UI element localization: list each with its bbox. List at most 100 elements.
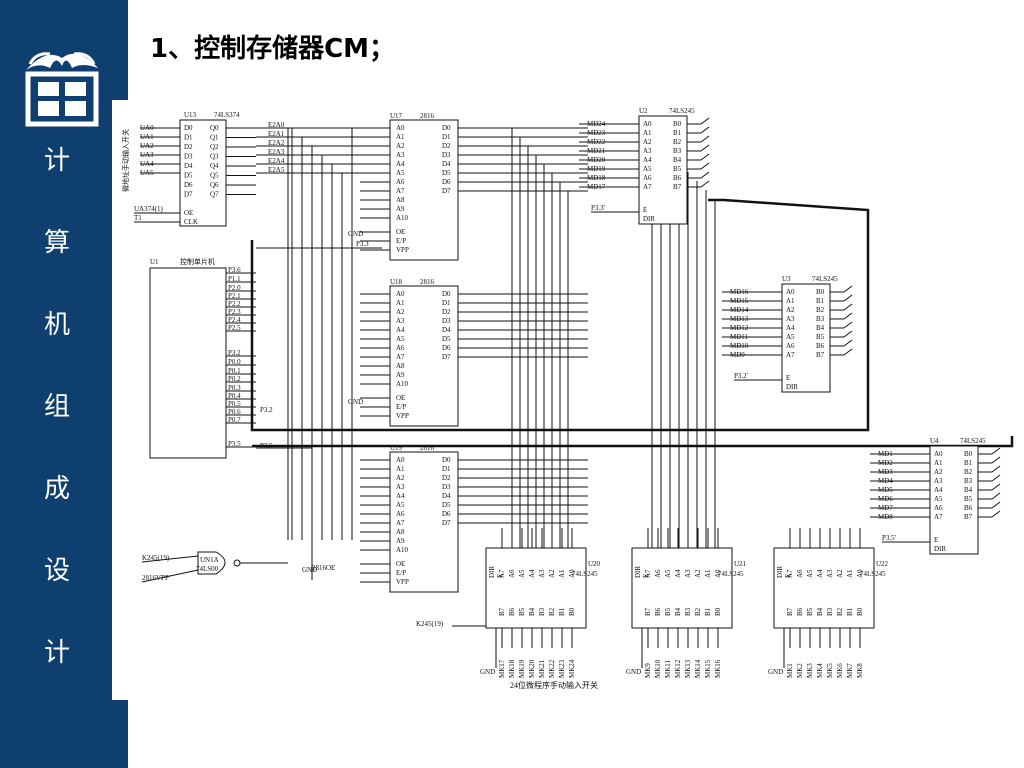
chip-type: 74LS245 bbox=[860, 570, 886, 578]
pin-label: A3 bbox=[934, 477, 943, 485]
net-label: MD3 bbox=[878, 468, 893, 476]
pin-label: A5 bbox=[396, 501, 405, 509]
pin-label: D2 bbox=[442, 474, 451, 482]
pin-label: B0 bbox=[714, 607, 722, 616]
pin-label: A2 bbox=[643, 138, 652, 146]
pin-label: Q4 bbox=[210, 162, 219, 170]
net-label: P3.3 bbox=[356, 240, 369, 248]
net-label: MD11 bbox=[730, 333, 749, 341]
pin-label: D3 bbox=[442, 317, 451, 325]
pin-label: B0 bbox=[673, 120, 682, 128]
net-label: UA3 bbox=[140, 151, 154, 159]
net-label: UA5 bbox=[140, 169, 154, 177]
pin-label: OE bbox=[396, 560, 405, 568]
chip-u20 bbox=[485, 547, 587, 629]
net-label: MD18 bbox=[587, 174, 606, 182]
pin-label: A2 bbox=[934, 468, 943, 476]
pin-label: B0 bbox=[816, 288, 825, 296]
chip-type: 74LS245 bbox=[812, 275, 838, 283]
pin-label: A9 bbox=[396, 205, 405, 213]
vertical-title-char: 计 bbox=[43, 638, 70, 668]
port-label: P3.5 bbox=[228, 440, 241, 448]
pin-label: B1 bbox=[964, 459, 973, 467]
pin-label: B5 bbox=[673, 165, 682, 173]
net-label: MK14 bbox=[694, 659, 702, 678]
pin-label: Q6 bbox=[210, 181, 219, 189]
pin-label: E bbox=[643, 206, 647, 214]
pin-label: B2 bbox=[836, 607, 844, 616]
port-label: P2.2 bbox=[228, 300, 241, 308]
pin-label: A2 bbox=[396, 142, 405, 150]
wire bbox=[700, 144, 710, 152]
pin-label: B3 bbox=[826, 607, 834, 616]
pin-label: DIR bbox=[786, 383, 798, 391]
pin-label: A7 bbox=[396, 187, 405, 195]
pin-label: DIR bbox=[934, 545, 946, 553]
net-label: MK3 bbox=[806, 663, 814, 678]
chip-label: U21 bbox=[734, 560, 747, 568]
chip-type: 74LS245 bbox=[718, 570, 744, 578]
pin-label: A1 bbox=[934, 459, 943, 467]
pin-label: D5 bbox=[184, 172, 193, 180]
wire bbox=[700, 171, 710, 179]
wire bbox=[141, 569, 199, 583]
pin-label: OE bbox=[184, 209, 193, 217]
pin-label: B1 bbox=[558, 607, 566, 616]
net-label: P3.5' bbox=[882, 534, 896, 542]
pin-label: B3 bbox=[673, 147, 682, 155]
pin-label: A1 bbox=[643, 129, 652, 137]
pin-label: A4 bbox=[643, 156, 652, 164]
pin-label: D5 bbox=[442, 501, 451, 509]
net-label: P3.3' bbox=[591, 204, 605, 212]
pin-label: A0 bbox=[396, 456, 405, 464]
port-label: P1.1 bbox=[228, 275, 241, 283]
pin-label: E/P bbox=[396, 569, 406, 577]
pin-label: A2 bbox=[548, 569, 556, 578]
pin-label: A5 bbox=[396, 335, 405, 343]
wire bbox=[991, 456, 1001, 464]
chip-label: U17 bbox=[390, 112, 403, 120]
pin-label: A7 bbox=[396, 519, 405, 527]
net-label: MK2 bbox=[796, 663, 804, 678]
pin-label: B6 bbox=[816, 342, 825, 350]
pin-label: A4 bbox=[816, 569, 824, 578]
pin-label: B7 bbox=[786, 607, 794, 616]
net-label: MD23 bbox=[587, 129, 606, 137]
net-label: MK5 bbox=[826, 663, 834, 678]
pin-label: E bbox=[642, 574, 650, 578]
pin-label: A2 bbox=[396, 308, 405, 316]
pin-label: B3 bbox=[816, 315, 825, 323]
chip-type: 74LS374 bbox=[214, 111, 240, 119]
net-label: MD17 bbox=[587, 183, 606, 191]
pin-label: VPP bbox=[396, 578, 409, 586]
pin-label: A0 bbox=[714, 569, 722, 578]
sidebar: 计 算 机 组 成 设 计 bbox=[0, 0, 128, 768]
pin-label: B6 bbox=[508, 607, 516, 616]
pin-label: E bbox=[786, 374, 790, 382]
net-label: MK19 bbox=[518, 659, 526, 678]
pin-label: B0 bbox=[568, 607, 576, 616]
pin-label: DIR bbox=[643, 215, 655, 223]
pin-label: D2 bbox=[442, 142, 451, 150]
pin-label: D1 bbox=[442, 465, 451, 473]
pin-label: Q0 bbox=[210, 124, 219, 132]
pin-label: D1 bbox=[442, 299, 451, 307]
pin-label: A3 bbox=[684, 569, 692, 578]
pin-label: OE bbox=[396, 394, 405, 402]
pin-label: A6 bbox=[786, 342, 795, 350]
port-label: P2.0 bbox=[228, 284, 241, 292]
pin-label: D3 bbox=[442, 483, 451, 491]
pin-label: Q7 bbox=[210, 191, 219, 199]
wire bbox=[843, 303, 853, 311]
chip-label: U18 bbox=[390, 278, 403, 286]
chip-type: 74LS245 bbox=[572, 570, 598, 578]
pin-label: D4 bbox=[442, 160, 451, 168]
pin-label: Q5 bbox=[210, 172, 219, 180]
wire bbox=[843, 294, 853, 302]
net-label: MD22 bbox=[587, 138, 606, 146]
chip-u4 bbox=[929, 445, 979, 555]
chip-label: U2 bbox=[639, 107, 648, 115]
pin-label: A0 bbox=[643, 120, 652, 128]
